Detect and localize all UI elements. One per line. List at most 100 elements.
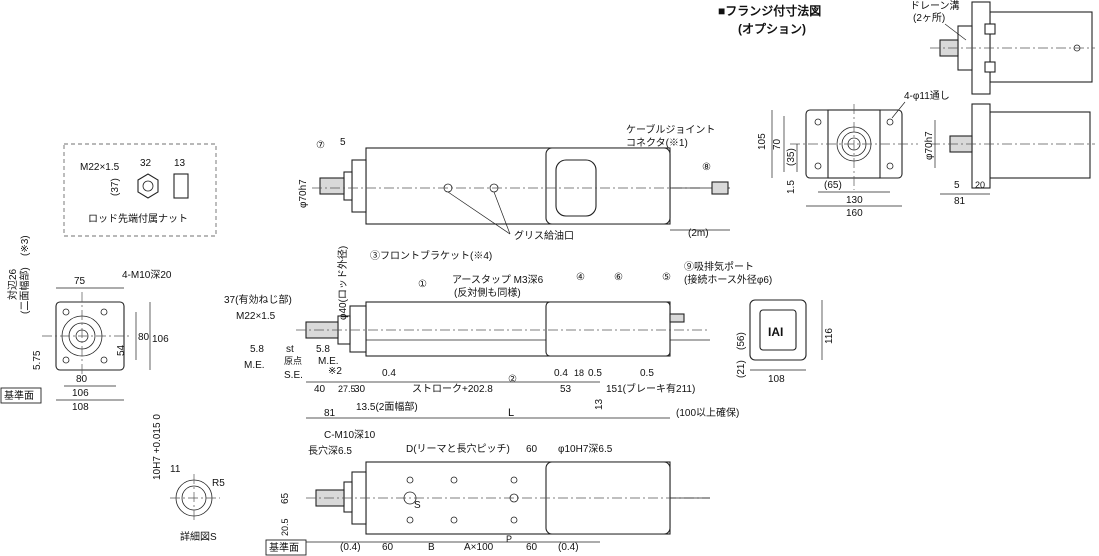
- left-note3: (※3): [20, 235, 31, 256]
- bottom-b04b: (0.4): [558, 542, 579, 553]
- earth-tap-note: (反対側も同様): [454, 286, 521, 299]
- main-stroke: ストローク+202.8: [412, 383, 493, 395]
- main-d30: 30: [354, 384, 366, 395]
- right-d56: (56): [736, 332, 747, 350]
- detail-s: 10H7 +0.015 0 11 R5 詳細図S: [152, 414, 225, 543]
- main-st: st: [286, 344, 294, 355]
- main-side-view: ③フロントブラケット(※4) ① アースタップ M3深6 (反対側も同様) ④ …: [224, 246, 772, 419]
- detail-caption: 詳細図S: [180, 530, 217, 543]
- main-d58a: 5.8: [250, 344, 264, 355]
- main-d05b: 0.5: [640, 368, 654, 379]
- nut-d13: 13: [174, 158, 186, 169]
- left-d108: 108: [72, 402, 89, 413]
- bottom-b04a: (0.4): [340, 542, 361, 553]
- main-c6: ⑥: [614, 272, 623, 283]
- left-opp2: (二面幅部): [18, 267, 31, 314]
- earth-tap: アースタップ M3深6: [452, 274, 544, 286]
- main-m22: M22×1.5: [236, 311, 276, 322]
- flange-subtitle: (オプション): [738, 21, 806, 36]
- exhaust-hose: (接続ホース外径φ6): [684, 273, 772, 286]
- top-c7: ⑦: [316, 140, 325, 151]
- left-m10: 4-M10深20: [122, 269, 172, 281]
- main-origin: 原点: [284, 356, 302, 366]
- main-d53: 53: [560, 384, 572, 395]
- bottom-bA: A×100: [464, 542, 494, 553]
- bottom-d205: 20.5: [280, 518, 290, 536]
- flange-d160: 160: [846, 208, 863, 219]
- main-d135: 13.5(2面幅部): [356, 400, 418, 413]
- right-d116: 116: [824, 328, 835, 344]
- left-d80: 80: [76, 374, 88, 385]
- flange-d35: (35): [786, 148, 797, 166]
- main-d151: 151(ブレーキ有211): [606, 382, 695, 395]
- bottom-bP: P: [506, 534, 512, 544]
- rod-diameter: φ40(ロッド外径): [336, 246, 349, 320]
- main-d05a: 0.5: [588, 368, 602, 379]
- flange-side-view-bottom: φ70h7 5 20 81: [924, 103, 1095, 207]
- bottom-s: S: [414, 500, 421, 511]
- flange-d5: 5: [954, 180, 960, 191]
- left-d106v: 106: [152, 334, 169, 345]
- grease-port: グリス給油口: [514, 229, 574, 242]
- left-d106: 106: [72, 388, 89, 399]
- main-c4: ④: [576, 272, 585, 283]
- main-d100: (100以上確保): [676, 406, 739, 419]
- main-L: L: [508, 407, 514, 419]
- flange-d105: 105: [757, 133, 768, 150]
- flange-d15: 1.5: [786, 180, 797, 194]
- main-d81: 81: [324, 408, 336, 419]
- flange-d70: 70: [772, 138, 783, 150]
- left-ref-surface: 基準面: [4, 389, 34, 402]
- detail-d11: 11: [170, 464, 181, 475]
- top-view: ⑦ 5 φ70h7 ケーブルジョイント コネクタ(※1) ⑧ グリス給油口 (2…: [298, 123, 730, 242]
- main-c1: ①: [418, 279, 427, 290]
- main-d40: 40: [314, 384, 326, 395]
- bottom-slot: 長穴深6.5: [308, 444, 352, 457]
- cable-length: (2m): [688, 228, 709, 239]
- nut-m22: M22×1.5: [80, 162, 120, 173]
- bottom-view: C-M10深10 長穴深6.5 D(リーマと長穴ピッチ) 60 φ10H7深6.…: [265, 429, 710, 556]
- main-d04b: 0.4: [554, 368, 568, 379]
- drain-label: ドレーン溝: [910, 0, 960, 12]
- bottom-d60: 60: [526, 444, 538, 455]
- main-d18: 18: [574, 368, 584, 378]
- top-c8: ⑧: [702, 162, 711, 173]
- main-note2: ※2: [328, 366, 342, 377]
- main-c5: ⑤: [662, 272, 671, 283]
- main-d58b: 5.8: [316, 344, 330, 355]
- front-bracket: ③フロントブラケット(※4): [370, 249, 492, 262]
- exhaust-port: ⑨吸排気ポート: [684, 260, 754, 273]
- flange-d81: 81: [954, 196, 966, 207]
- drain-count: (2ヶ所): [913, 12, 945, 24]
- nut-hex-icon: [137, 173, 159, 199]
- right-d108: 108: [768, 374, 785, 385]
- bottom-ref-surface: 基準面: [269, 541, 299, 554]
- flange-title: ■フランジ付寸法図: [718, 3, 821, 18]
- flange-side-view-top: ドレーン溝 (2ヶ所): [910, 0, 1095, 95]
- cable-connector: コネクタ(※1): [626, 137, 688, 149]
- bottom-ream: φ10H7深6.5: [558, 443, 613, 455]
- flange-d130: 130: [846, 195, 863, 206]
- detail-r5: R5: [212, 478, 225, 489]
- bottom-b60a: 60: [382, 542, 394, 553]
- left-d75: 75: [74, 276, 86, 287]
- main-se: S.E.: [284, 370, 303, 381]
- left-d54: 54: [116, 344, 127, 356]
- bottom-d65: 65: [280, 492, 291, 504]
- bottom-b60b: 60: [526, 542, 538, 553]
- bottom-cm10: C-M10深10: [324, 429, 376, 441]
- flange-front-view: 4-φ11通し 105 70 (35) 1.5 (65) 130 160: [757, 90, 950, 219]
- main-d04a: 0.4: [382, 368, 396, 379]
- nut-caption: ロッド先端付属ナット: [88, 212, 188, 225]
- left-end-view: 75 4-M10深20 対辺26 (二面幅部) (※3) 80 54 106 5…: [0, 235, 172, 413]
- main-d13: 13: [594, 398, 605, 410]
- flange-d65: (65): [824, 180, 842, 191]
- left-d575: 5.75: [32, 350, 43, 370]
- iai-logo: IAI: [768, 325, 783, 339]
- nut-d37: (37): [110, 178, 121, 196]
- thread-length: 37(有効ねじ部): [224, 293, 292, 306]
- bottom-bB: B: [428, 542, 435, 553]
- main-me2: M.E.: [318, 356, 339, 367]
- nut-d32: 32: [140, 158, 152, 169]
